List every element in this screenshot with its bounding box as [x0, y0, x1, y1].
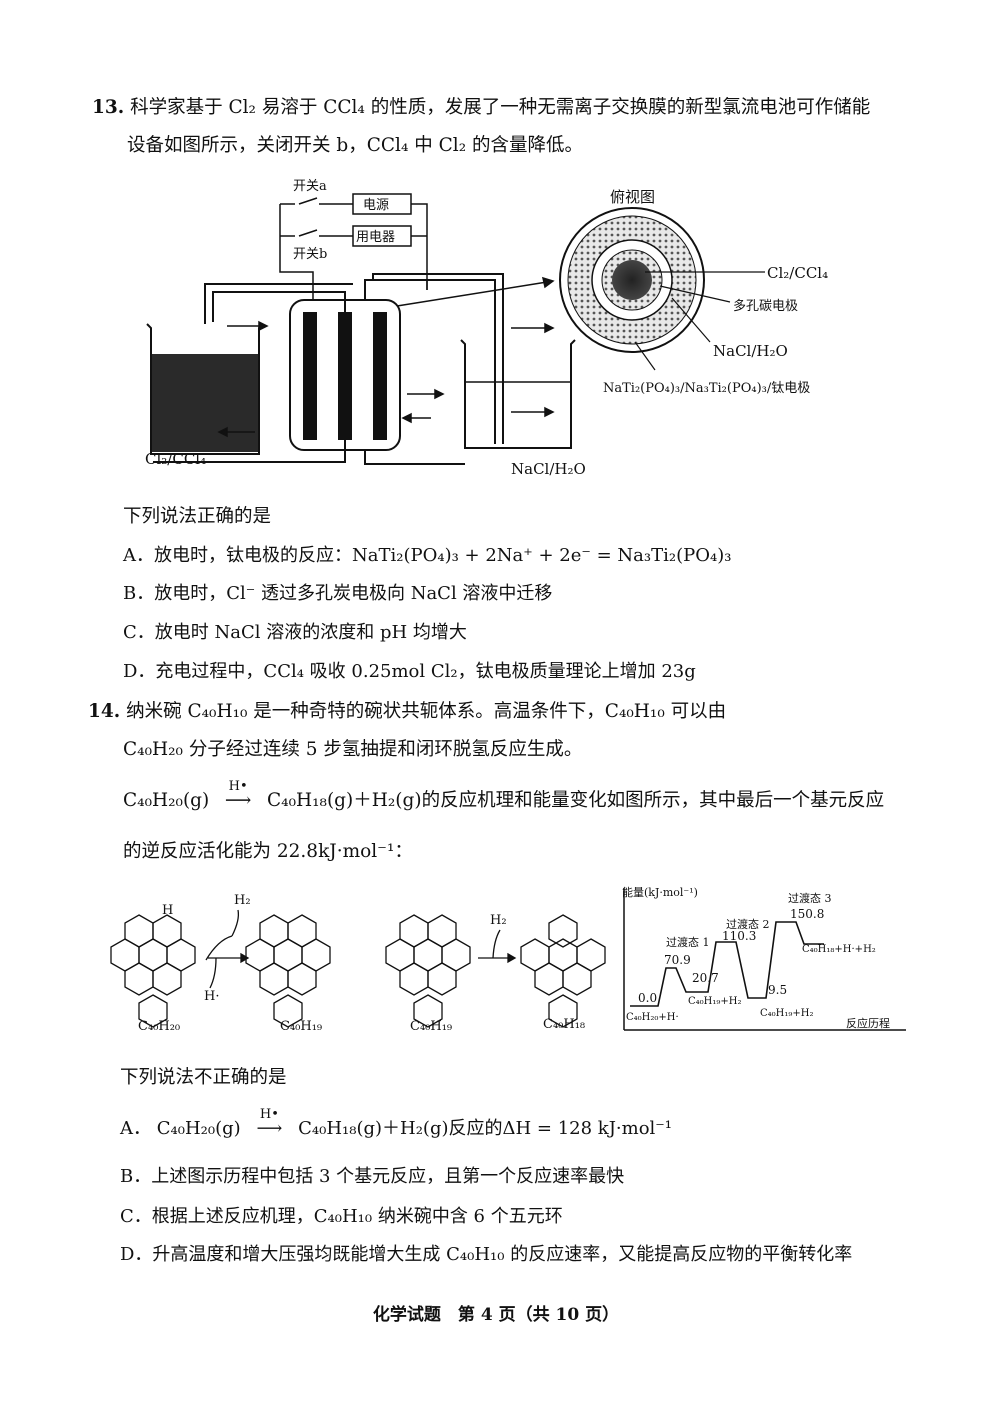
- appliance-label: 用电器: [356, 230, 395, 245]
- q13-option-d: D．充电过程中，CCl₄ 吸收 0.25mol Cl₂，钛电极质量理论上增加 2…: [123, 661, 696, 682]
- switch-a-label: 开关a: [293, 179, 327, 194]
- q14-option-b: B．上述图示历程中包括 3 个基元反应，且第一个反应速率最快: [120, 1166, 625, 1187]
- energy-s2: C₄₀H₁₉+H₂: [760, 1008, 814, 1019]
- energy-s1: C₄₀H₁₉+H₂: [688, 996, 742, 1007]
- page-footer: 化学试题 第 4 页（共 10 页）: [372, 1305, 620, 1325]
- mech-h2-out-2: H₂: [490, 913, 507, 928]
- q14-eq-arrow: H• ⟶: [215, 779, 261, 813]
- q14-option-a: A． C₄₀H₂₀(g) H• ⟶ C₄₀H₁₈(g)＋H₂(g)反应的ΔH =…: [120, 1107, 673, 1141]
- energy-v4: 9.5: [768, 983, 787, 997]
- topview-cl2-label: Cl₂/CCl₄: [767, 264, 828, 282]
- mech-h2-out-1: H₂: [234, 893, 251, 908]
- q14-stem-line2: C₄₀H₂₀ 分子经过连续 5 步氢抽提和闭环脱氢反应生成。: [123, 739, 583, 760]
- molecule-2: [245, 914, 331, 1028]
- q13-option-c: C．放电时 NaCl 溶液的浓度和 pH 均增大: [123, 622, 467, 643]
- q13-number: 13.: [92, 97, 125, 118]
- left-beaker-liquid: [151, 354, 259, 452]
- energy-axes: [623, 888, 906, 1031]
- q14-eq-left: C₄₀H₂₀(g): [123, 790, 210, 811]
- mechanism-diagram: C₄₀H₂₀ C₄₀H₁₉ C₄₀H₁₉ C₄₀H₁₈ H H₂ H· H₂: [110, 893, 606, 1034]
- q14-option-a-arrow: H• ⟶: [246, 1107, 292, 1141]
- left-beaker-label: Cl₂/CCl₄: [145, 450, 206, 468]
- energy-v0: 0.0: [638, 991, 657, 1005]
- energy-v1: 70.9: [664, 953, 691, 967]
- mech-arrows: [205, 909, 517, 989]
- topview-carbon-label: 多孔碳电极: [733, 298, 798, 314]
- mech-label-2: C₄₀H₁₉: [280, 1019, 322, 1034]
- topview-ti-label: NaTi₂(PO₄)₃/Na₃Ti₂(PO₄)₃/钛电极: [603, 381, 810, 396]
- q14-option-a-arrow-label: H•: [259, 1107, 279, 1122]
- q14-number: 14.: [88, 701, 121, 722]
- arrow-right-icon: ⟶: [224, 790, 252, 811]
- topview-leaders: [634, 271, 765, 371]
- q14-option-c: C．根据上述反应机理，C₄₀H₁₀ 纳米碗中含 6 个五元环: [120, 1206, 563, 1227]
- q14-prompt: 下列说法不正确的是: [120, 1067, 287, 1088]
- energy-ts2: 过渡态 2: [726, 917, 770, 931]
- q14-eq-arrow-label: H•: [228, 779, 248, 794]
- topview-title: 俯视图: [610, 188, 655, 206]
- q14-option-a-prefix: A．: [120, 1118, 151, 1139]
- energy-ts3: 过渡态 3: [788, 891, 832, 905]
- energy-ts1: 过渡态 1: [666, 935, 710, 949]
- right-beaker-label: NaCl/H₂O: [511, 460, 586, 478]
- q14-stem-line1: 14. 纳米碗 C₄₀H₁₀ 是一种奇特的碗状共轭体系。高温条件下，C₄₀H₁₀…: [88, 700, 726, 724]
- flow-battery-diagram: 开关a 开关b 电源 用电器 Cl₂/CCl₄ NaCl/H₂O: [145, 179, 828, 478]
- topview-cl2-core: [612, 260, 652, 300]
- mech-label-4: C₄₀H₁₈: [543, 1017, 585, 1032]
- ti-electrode-right: [373, 312, 387, 440]
- q14-option-d: D．升高温度和增大压强均既能增大生成 C₄₀H₁₀ 的反应速率，又能提高反应物的…: [120, 1244, 853, 1265]
- q13-stem-line1: 13. 科学家基于 Cl₂ 易溶于 CCl₄ 的性质，发展了一种无需离子交换膜的…: [92, 96, 870, 120]
- molecule-1: [110, 914, 196, 1028]
- molecule-3: [385, 914, 471, 1028]
- energy-path: [630, 921, 824, 1007]
- energy-ts-labels: 过渡态 1 过渡态 2 过渡态 3: [666, 891, 832, 949]
- energy-s3: C₄₀H₁₈+H·+H₂: [802, 944, 876, 955]
- carbon-electrode: [338, 312, 352, 440]
- q13-option-b: B．放电时，Cl⁻ 透过多孔炭电极向 NaCl 溶液中迁移: [123, 583, 553, 604]
- q14-eq-right: C₄₀H₁₈(g)＋H₂(g)的反应机理和能量变化如图所示，其中最后一个基元反应: [267, 790, 885, 811]
- molecule-structures: [110, 914, 606, 1028]
- q13-stem-line2: 设备如图所示，关闭开关 b，CCl₄ 中 Cl₂ 的含量降低。: [127, 135, 583, 156]
- energy-ylabel: 能量(kJ·mol⁻¹): [622, 885, 698, 899]
- mech-label-3: C₄₀H₁₉: [410, 1019, 452, 1034]
- q14-stem-line3: C₄₀H₂₀(g) H• ⟶ C₄₀H₁₈(g)＋H₂(g)的反应机理和能量变化…: [123, 779, 885, 813]
- topview-nacl-label: NaCl/H₂O: [713, 342, 788, 360]
- ti-electrode-left: [303, 312, 317, 440]
- energy-values: 0.0 70.9 20.7 110.3 9.5 150.8: [638, 907, 824, 1005]
- energy-s0: C₄₀H₂₀+H·: [626, 1012, 679, 1023]
- switch-b-label: 开关b: [293, 247, 327, 262]
- power-label: 电源: [363, 198, 389, 213]
- q14-option-a-right: C₄₀H₁₈(g)＋H₂(g)反应的ΔH = 128 kJ·mol⁻¹: [298, 1118, 673, 1139]
- q14-option-a-left: C₄₀H₂₀(g): [156, 1118, 241, 1139]
- q13-prompt: 下列说法正确的是: [123, 506, 272, 527]
- mech-h-label: H: [162, 903, 173, 918]
- mech-h-in: H·: [204, 989, 219, 1004]
- right-beaker: [460, 339, 576, 449]
- q14-stem-text1: 纳米碗 C₄₀H₁₀ 是一种奇特的碗状共轭体系。高温条件下，C₄₀H₁₀ 可以由: [126, 701, 727, 722]
- energy-profile: 能量(kJ·mol⁻¹) 反应历程 0.0 70.9 20.7 110.3 9.…: [622, 885, 906, 1031]
- q13-stem-text1: 科学家基于 Cl₂ 易溶于 CCl₄ 的性质，发展了一种无需离子交换膜的新型氯流…: [130, 97, 871, 118]
- energy-v5: 150.8: [790, 907, 824, 921]
- energy-species-labels: C₄₀H₂₀+H· C₄₀H₁₉+H₂ C₄₀H₁₉+H₂ C₄₀H₁₈+H·+…: [626, 944, 876, 1023]
- q14-stem-line4: 的逆反应活化能为 22.8kJ·mol⁻¹：: [123, 841, 413, 862]
- energy-v2: 20.7: [692, 971, 719, 985]
- q13-option-a: A．放电时，钛电极的反应：NaTi₂(PO₄)₃ + 2Na⁺ + 2e⁻ = …: [123, 545, 732, 566]
- arrow-right-icon: ⟶: [256, 1118, 283, 1139]
- flow-arrows: [217, 276, 555, 438]
- flow-pipes: [153, 273, 504, 465]
- mech-label-1: C₄₀H₂₀: [138, 1019, 180, 1034]
- energy-v3: 110.3: [722, 929, 756, 943]
- circuit-wires: [279, 197, 428, 327]
- energy-xlabel: 反应历程: [846, 1016, 890, 1030]
- molecule-4: [520, 914, 606, 1028]
